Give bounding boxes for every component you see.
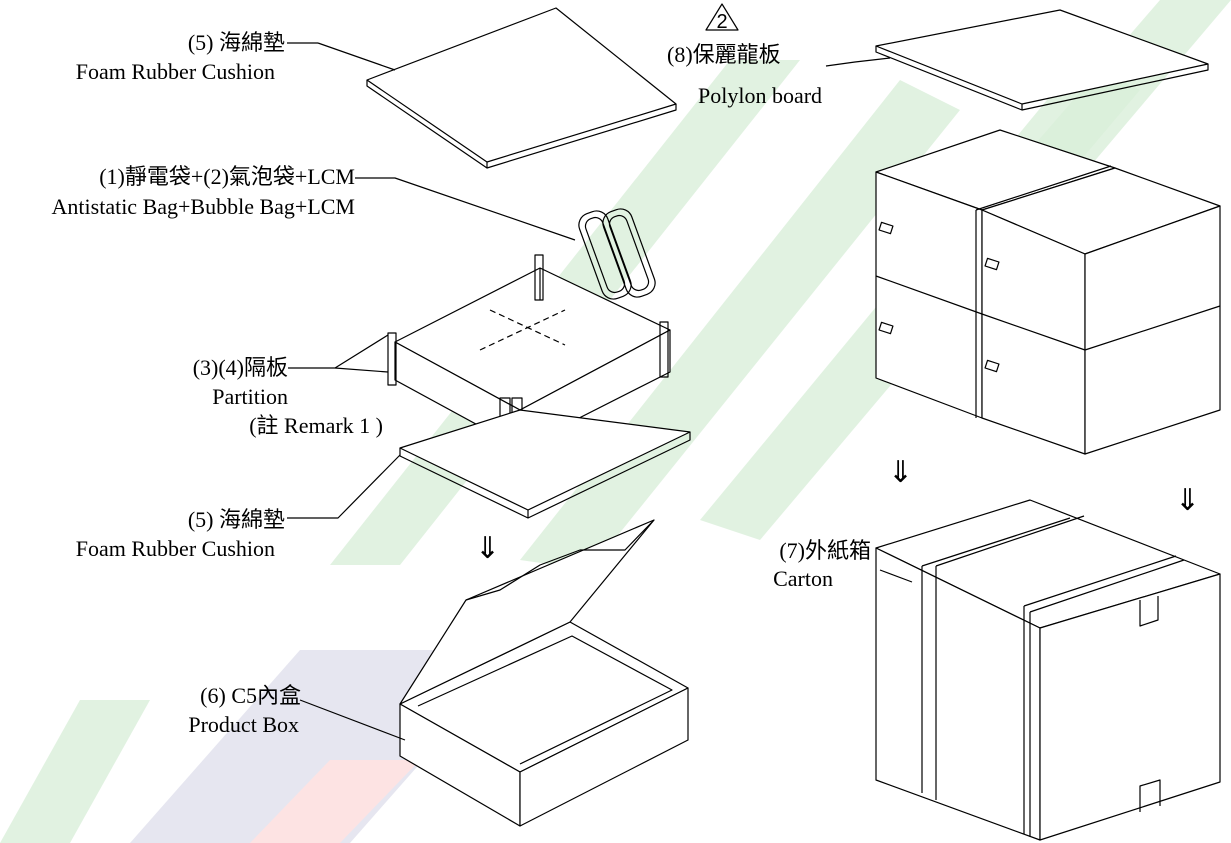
antistatic-bubble-bags [578, 208, 656, 300]
product-box [399, 519, 689, 827]
label-box-en: Product Box [188, 712, 299, 737]
leader-bags [355, 177, 576, 241]
label-foam-top-en: Foam Rubber Cushion [75, 59, 275, 84]
partition-assembly [387, 254, 671, 451]
watermark-red-square [250, 760, 420, 843]
label-partition-en: Partition [212, 384, 288, 409]
revision-number: 2 [716, 11, 728, 33]
carton [875, 499, 1221, 841]
label-foam-top-cn: (5) 海綿墊 [187, 30, 285, 55]
polylon-board [875, 9, 1209, 111]
label-partition-cn: (3)(4)隔板 [192, 355, 288, 380]
arrow-down-middle-icon: ⇓ [888, 455, 914, 490]
revision-triangle-icon [705, 3, 739, 31]
foam-cushion-top [366, 7, 677, 169]
label-bags-en: Antistatic Bag+Bubble Bag+LCM [51, 194, 355, 219]
label-foam-bottom-en: Foam Rubber Cushion [75, 536, 275, 561]
leader-polylon [825, 57, 891, 67]
leader-partition-2 [334, 367, 389, 373]
leader-product-box [299, 699, 406, 741]
label-polylon-en: Polylon board [698, 83, 823, 108]
leader-carton [879, 569, 913, 583]
label-foam-bottom-cn: (5) 海綿墊 [187, 507, 285, 532]
label-polylon-cn: (8)保麗龍板 [667, 42, 781, 67]
label-partition-note: (註 Remark 1 ) [249, 413, 383, 438]
label-carton-en: Carton [773, 566, 833, 591]
leader-partition [288, 334, 389, 369]
leader-foam-bottom [287, 454, 401, 519]
arrow-down-left-icon: ⇓ [475, 531, 501, 566]
label-bags-cn: (1)靜電袋+(2)氣泡袋+LCM [99, 164, 355, 189]
stacked-product-boxes [875, 129, 1221, 455]
label-carton-cn: (7)外紙箱 [779, 538, 871, 563]
watermark-green-stroke-5 [0, 700, 150, 843]
arrow-down-right-icon: ⇓ [1175, 483, 1201, 518]
leader-foam-top-2 [317, 42, 396, 71]
foam-cushion-bottom [399, 409, 691, 519]
label-box-cn: (6) C5內盒 [200, 683, 301, 708]
